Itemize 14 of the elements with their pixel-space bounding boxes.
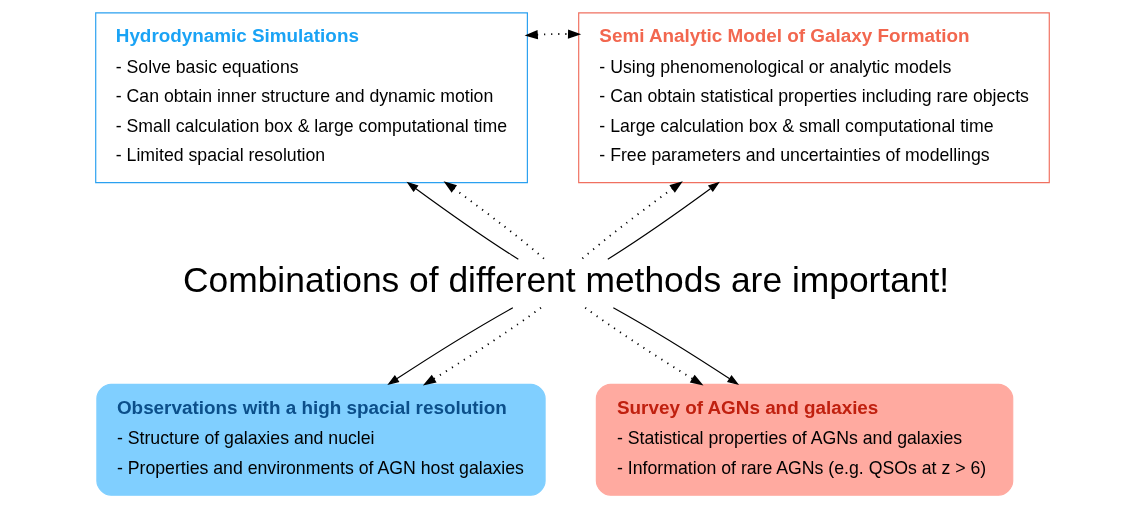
- arrow: [524, 29, 582, 40]
- arrow: [422, 306, 542, 386]
- arrow: [612, 307, 740, 386]
- arrow: [584, 306, 704, 386]
- node-text: Combinations of different methods are important!: [183, 260, 950, 300]
- node-box: Semi Analytic Model of Galaxy Formation - Using phenomenological or analytic models - Can obtain statistical properties including rare objects - Large calculation box & small computational time - Free parameters and uncertainties of modellings: [578, 12, 1050, 184]
- arrow: [387, 307, 514, 386]
- arrow: [443, 181, 546, 260]
- node-box: Survey of AGNs and galaxies - Statistical properties of AGNs and galaxies - Information of rare AGNs (e.g. QSOs at z > 6): [595, 383, 1014, 496]
- node-box: Observations with a high spacial resolution - Structure of galaxies and nuclei - Properties and environments of AGN host galaxies: [96, 383, 546, 496]
- arrow: [406, 181, 519, 260]
- arrow: [580, 181, 683, 260]
- node-box: Hydrodynamic Simulations - Solve basic equations - Can obtain inner structure and dynamic motion - Small calculation box & large computational time - Limited spacial resolution: [95, 12, 528, 184]
- arrow: [607, 181, 720, 260]
